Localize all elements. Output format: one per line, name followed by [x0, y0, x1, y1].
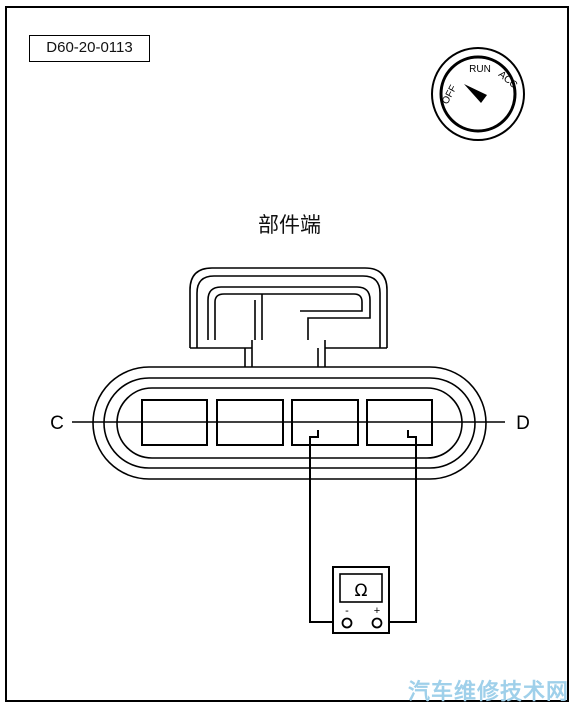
site-watermark: 汽车维修技术网: [407, 680, 569, 705]
pin-d-label: D: [516, 413, 530, 434]
negative-jack: [341, 617, 353, 629]
pin-c-label: C: [50, 413, 64, 434]
connector-latch: [189, 267, 388, 367]
ignition-switch-icon: OFF RUN ACC: [431, 47, 525, 141]
connector-body: [92, 366, 487, 480]
positive-jack: [371, 617, 383, 629]
component-end-title: 部件端: [258, 213, 321, 237]
lead-positive: [378, 430, 417, 623]
switch-pointer-icon: [464, 84, 487, 103]
lead-negative: [309, 430, 347, 623]
meter-negative-label: -: [345, 605, 349, 617]
diagram-frame: [5, 6, 569, 702]
figure-id-label: D60-20-0113: [29, 35, 150, 62]
test-leads: [309, 430, 417, 623]
ohmmeter-icon: Ω - +: [332, 566, 390, 634]
switch-run-label: RUN: [469, 64, 491, 75]
meter-positive-label: +: [374, 605, 380, 617]
ohm-symbol: Ω: [355, 581, 368, 601]
